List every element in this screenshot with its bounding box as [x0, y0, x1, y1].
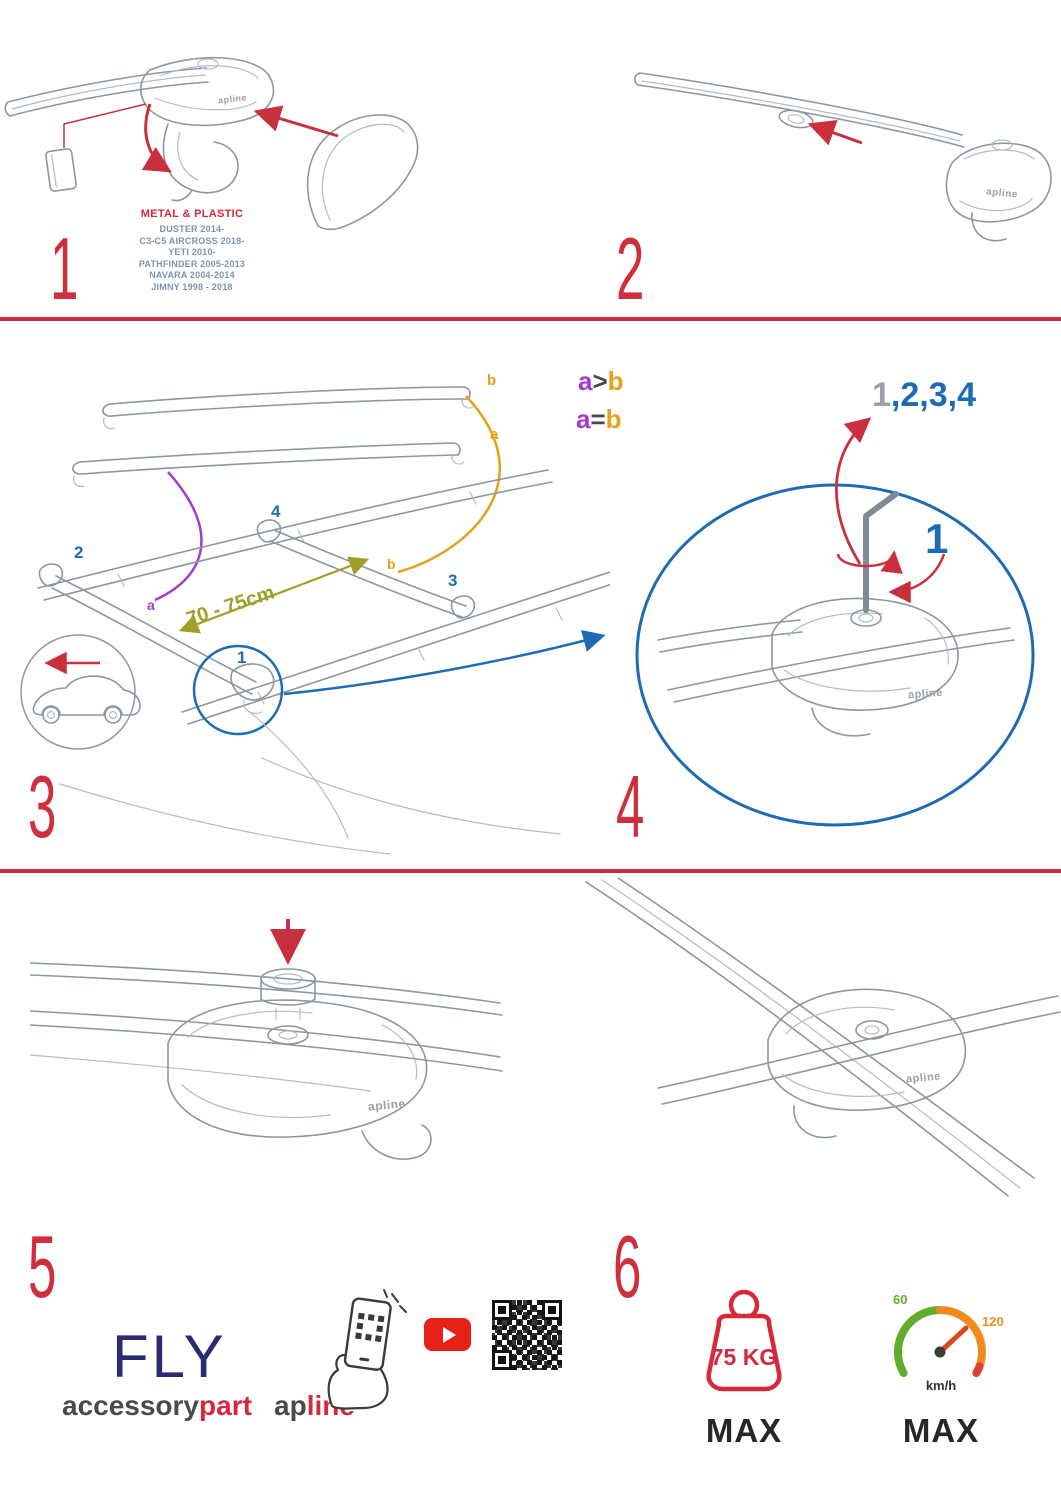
speed-high-label: 120 — [982, 1314, 1004, 1329]
crossbar-endcap-diagram — [634, 72, 1052, 242]
roof-position-4: 4 — [271, 502, 281, 521]
model-list-item: YETI 2010- — [168, 247, 216, 257]
roof-point-b: b — [387, 556, 396, 572]
qr-finder-icon — [492, 1350, 512, 1370]
model-list-item: JIMNY 1998 - 2018 — [151, 281, 233, 292]
rule-op: = — [590, 404, 606, 434]
step-number-4: 4 — [616, 757, 644, 856]
product-name: FLY — [112, 1323, 227, 1390]
model-list-item: C3-C5 AIRCROSS 2018- — [139, 235, 245, 246]
brand-main: accessory — [62, 1390, 200, 1421]
speed-max-label: MAX — [902, 1412, 980, 1449]
max-weight-value: 75 KG — [710, 1344, 778, 1370]
mounted-foot-diagram — [585, 878, 1061, 1197]
apline-logo-on-foot: apline — [907, 686, 944, 702]
step-number-1: 1 — [50, 219, 78, 318]
qr-finder-icon — [542, 1300, 562, 1320]
roof-point-a: a — [147, 597, 155, 613]
roof-position-1: 1 — [237, 648, 247, 667]
speed-low-label: 60 — [893, 1292, 908, 1307]
play-triangle-icon — [442, 1326, 456, 1343]
qr-code — [488, 1296, 566, 1374]
length-rule-greater: a>b — [578, 366, 624, 397]
first-bolt-label: 1 — [925, 515, 949, 562]
step-number-3: 3 — [28, 757, 56, 856]
weight-limit-icon — [706, 1289, 782, 1392]
section-divider — [0, 317, 1061, 321]
rule-op: > — [592, 366, 608, 396]
sequence-first: 1 — [872, 376, 891, 414]
rule-a: a — [576, 404, 591, 434]
qr-finder-icon — [492, 1300, 512, 1320]
exploded-foot-diagram — [4, 56, 419, 231]
speed-limit-icon — [893, 1306, 987, 1377]
weight-max-label: MAX — [705, 1412, 783, 1449]
model-list-item: PATHFINDER 2005-2013 — [138, 258, 246, 269]
vehicle-model-list: DUSTER 2014- C3-C5 AIRCROSS 2018- YETI 2… — [92, 224, 292, 293]
step-number-5: 5 — [28, 1217, 56, 1316]
brand-accent: part — [199, 1390, 252, 1421]
roof-position-2: 2 — [74, 543, 84, 562]
section-divider — [0, 869, 1061, 873]
bar-label-b: b — [487, 372, 497, 389]
rule-b: b — [607, 366, 624, 396]
brand-accessorypart: accessorypart — [62, 1390, 252, 1422]
bar-label-a: a — [490, 426, 499, 443]
brand-main: ap — [274, 1390, 307, 1421]
roof-mounting-diagram — [20, 386, 610, 855]
model-list-item: NAVARA 2004-2014 — [149, 270, 235, 280]
roof-position-3: 3 — [448, 571, 458, 590]
qr-pattern — [492, 1300, 562, 1370]
model-list-item: DUSTER 2014- — [159, 224, 225, 234]
step-number-6: 6 — [613, 1217, 641, 1316]
speed-unit-label: km/h — [925, 1378, 957, 1393]
knob-press-diagram — [30, 919, 503, 1160]
material-label: METAL & PLASTIC — [140, 208, 244, 220]
phone-scan-icon — [327, 1289, 407, 1410]
youtube-icon — [424, 1318, 471, 1351]
rule-a: a — [578, 366, 593, 396]
tightening-detail-diagram — [635, 417, 1035, 827]
rule-b: b — [605, 404, 622, 434]
step-number-2: 2 — [616, 219, 644, 318]
sequence-rest: ,2,3,4 — [890, 376, 976, 414]
tightening-sequence-label: 1,2,3,4 — [872, 376, 976, 415]
length-rule-equal: a=b — [576, 404, 622, 435]
